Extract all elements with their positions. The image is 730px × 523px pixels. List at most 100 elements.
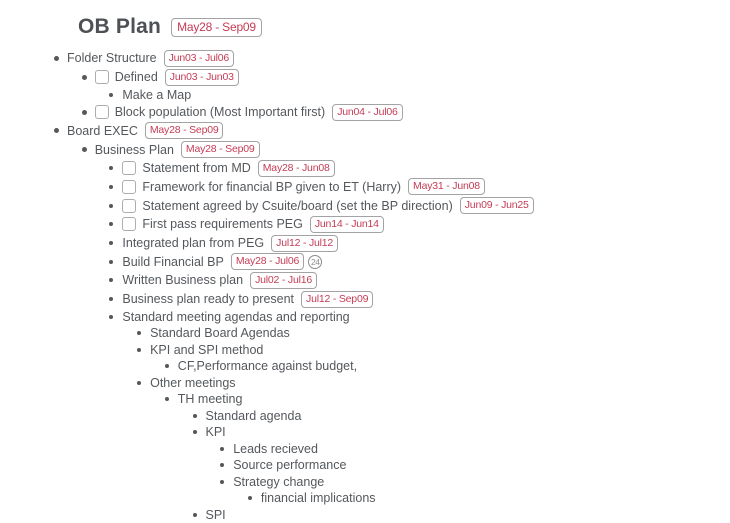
item-label[interactable]: CF,Performance against budget, — [177, 359, 358, 374]
bullet-icon[interactable] — [192, 413, 197, 418]
bullet-icon[interactable] — [109, 314, 114, 319]
bullet-icon[interactable] — [81, 109, 87, 115]
item-label[interactable]: Standard meeting agendas and reporting — [122, 309, 350, 324]
date-range-badge[interactable]: May28 - Sep09 — [180, 141, 260, 159]
bullet-icon[interactable] — [109, 203, 114, 208]
outline-item: Statement from MD May28 - Jun08 — [0, 159, 730, 178]
item-label[interactable]: Board EXEC — [67, 123, 138, 138]
date-range-badge[interactable]: Jun03 - Jul06 — [163, 49, 235, 67]
bullet-icon[interactable] — [109, 259, 114, 264]
outline-item: Business plan ready to present Jul12 - Se… — [0, 290, 730, 309]
outline-item: Other meetings — [0, 374, 730, 391]
item-label[interactable]: Standard Board Agendas — [150, 326, 290, 341]
outline-item: TH meeting — [0, 391, 730, 408]
outline-item: Standard agenda — [0, 407, 730, 424]
date-range-badge[interactable]: May31 - Jun08 — [408, 178, 485, 196]
bullet-icon[interactable] — [109, 166, 114, 171]
item-label[interactable]: financial implications — [260, 491, 376, 506]
outline-item: financial implications — [0, 490, 730, 507]
item-label[interactable]: Statement from MD — [142, 161, 251, 176]
outline-item: Integrated plan from PEG Jul12 - Jul12 — [0, 234, 730, 253]
task-checkbox[interactable] — [94, 70, 109, 85]
bullet-icon[interactable] — [54, 55, 59, 61]
bullet-icon[interactable] — [220, 479, 225, 484]
date-range-badge[interactable]: Jun04 - Jul06 — [332, 103, 403, 121]
item-label[interactable]: First pass requirements PEG — [142, 217, 303, 232]
outline-item: KPI — [0, 424, 730, 441]
task-checkbox[interactable] — [94, 105, 109, 120]
item-label[interactable]: KPI and SPI method — [150, 342, 264, 357]
bullet-icon[interactable] — [109, 297, 114, 302]
task-checkbox[interactable] — [122, 198, 137, 213]
bullet-icon[interactable] — [109, 184, 114, 189]
item-label[interactable]: Standard agenda — [205, 408, 302, 423]
bullet-icon[interactable] — [164, 397, 169, 402]
bullet-icon[interactable] — [220, 446, 225, 451]
item-label[interactable]: Build Financial BP — [122, 254, 224, 269]
outline-item: CF,Performance against budget, — [0, 358, 730, 375]
outline-item: Business Plan May28 - Sep09 — [0, 140, 730, 159]
task-checkbox[interactable] — [122, 161, 137, 176]
bullet-icon[interactable] — [109, 92, 114, 97]
date-range-badge[interactable]: May28 - Sep09 — [144, 122, 224, 140]
outline-item: Standard meeting agendas and reporting — [0, 308, 730, 325]
item-label[interactable]: Other meetings — [150, 375, 236, 390]
outline-item: Framework for financial BP given to ET (… — [0, 178, 730, 197]
bullet-icon[interactable] — [54, 128, 59, 134]
bullet-icon[interactable] — [137, 380, 142, 385]
outline-item: Strategy change — [0, 473, 730, 490]
bullet-icon[interactable] — [81, 147, 87, 153]
date-range-badge[interactable]: Jul12 - Sep09 — [301, 290, 374, 308]
item-label[interactable]: TH meeting — [177, 392, 243, 407]
title-date-range-badge[interactable]: May28 - Sep09 — [171, 17, 262, 37]
item-label[interactable]: Integrated plan from PEG — [122, 236, 265, 251]
bullet-icon[interactable] — [164, 364, 169, 369]
date-range-badge[interactable]: May28 - Jul06 — [230, 253, 305, 271]
item-label[interactable]: Statement agreed by Csuite/board (set th… — [142, 198, 453, 213]
bullet-icon[interactable] — [137, 347, 142, 352]
date-range-badge[interactable]: Jul02 - Jul16 — [250, 271, 317, 289]
page-title[interactable]: OB Plan — [78, 15, 162, 38]
outline-item: Statement agreed by Csuite/board (set th… — [0, 196, 730, 215]
outline-item: KPI and SPI method — [0, 341, 730, 358]
outline-item: SPI — [0, 506, 730, 523]
outline-item: Block population (Most Important first) J… — [0, 103, 730, 122]
item-label[interactable]: Source performance — [233, 458, 347, 473]
date-range-badge[interactable]: Jun03 - Jun03 — [164, 68, 239, 86]
item-label[interactable]: Block population (Most Important first) — [114, 105, 326, 120]
bullet-icon[interactable] — [81, 74, 87, 80]
bullet-icon[interactable] — [109, 222, 114, 227]
date-range-badge[interactable]: Jun09 - Jun25 — [459, 197, 534, 215]
outline-item: Defined Jun03 - Jun03 — [0, 68, 730, 87]
item-label[interactable]: Strategy change — [233, 474, 325, 489]
bullet-icon[interactable] — [192, 512, 197, 517]
bullet-icon[interactable] — [220, 463, 225, 468]
item-label[interactable]: Defined — [114, 70, 158, 85]
bullet-icon[interactable] — [137, 331, 142, 336]
date-range-badge[interactable]: Jun14 - Jun14 — [309, 215, 384, 233]
title-row: OB Plan May28 - Sep09 — [78, 13, 730, 41]
item-count-badge: 24 — [308, 254, 323, 269]
item-label[interactable]: Framework for financial BP given to ET (… — [142, 179, 402, 194]
outline-item: Board EXEC May28 - Sep09 — [0, 122, 730, 141]
task-checkbox[interactable] — [122, 179, 137, 194]
bullet-icon[interactable] — [109, 241, 114, 246]
item-label[interactable]: SPI — [205, 507, 226, 522]
bullet-icon[interactable] — [109, 278, 114, 283]
item-label[interactable]: Leads recieved — [233, 441, 318, 456]
item-label[interactable]: Business plan ready to present — [122, 292, 295, 307]
date-range-badge[interactable]: Jul12 - Jul12 — [271, 234, 339, 252]
bullet-icon[interactable] — [192, 430, 197, 435]
bullet-icon[interactable] — [247, 496, 252, 501]
item-label[interactable]: Folder Structure — [67, 51, 157, 66]
item-label[interactable]: KPI — [205, 425, 226, 440]
item-label[interactable]: Written Business plan — [122, 273, 244, 288]
task-checkbox[interactable] — [122, 217, 137, 232]
date-range-badge[interactable]: May28 - Jun08 — [257, 159, 335, 177]
outline-item: Make a Map — [0, 86, 730, 103]
outline-item: Leads recieved — [0, 440, 730, 457]
item-label[interactable]: Business Plan — [94, 142, 174, 157]
item-label[interactable]: Make a Map — [122, 87, 192, 102]
